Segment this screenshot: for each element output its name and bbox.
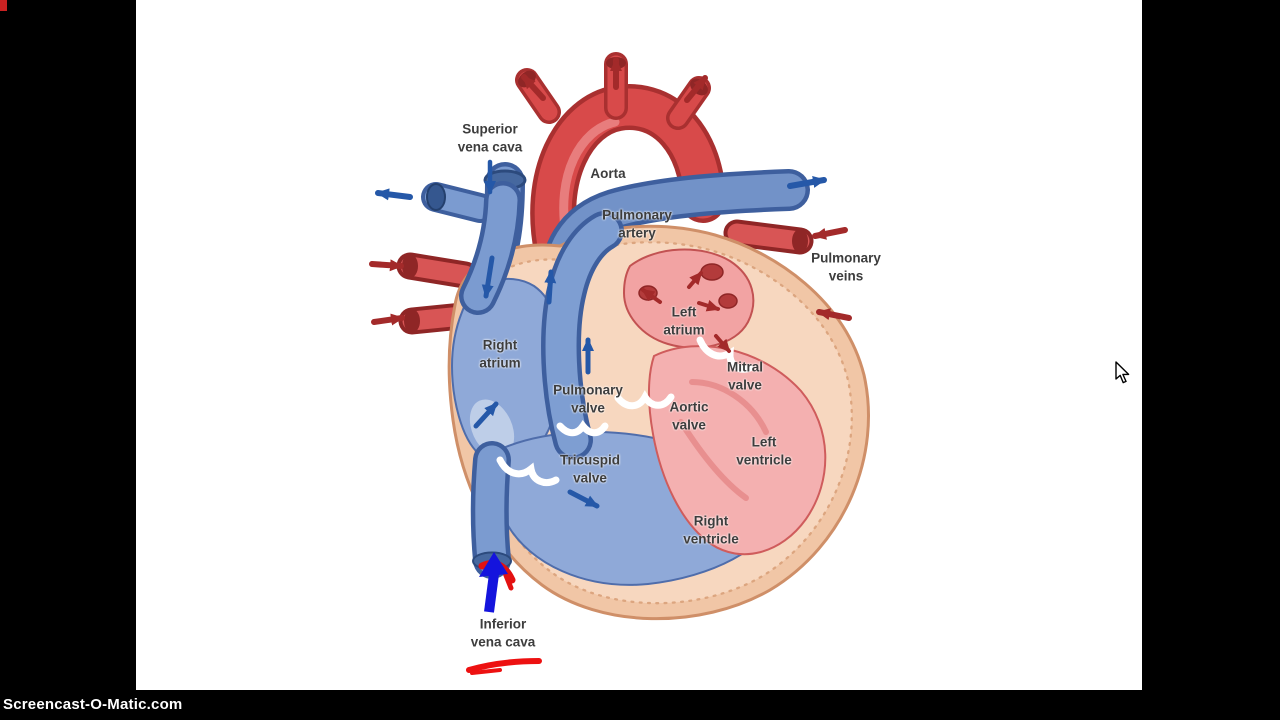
annotation-arrow-blue	[478, 552, 516, 613]
right-atrium-label: Right atrium	[479, 337, 521, 370]
pulmonary-artery-arrow-right	[787, 176, 827, 189]
watermark: Screencast-O-Matic.com	[3, 696, 183, 713]
mitral-flow-arrow	[714, 334, 731, 353]
superior-vena-cava-label: Superior vena cava	[457, 121, 523, 154]
letterbox-right	[1142, 0, 1280, 690]
blood-flow-arrows-outside	[369, 57, 852, 326]
valve-squiggles	[496, 336, 754, 486]
left-atrium-flow-arrow-3	[687, 271, 703, 289]
aorta-arrow-up-left	[521, 74, 546, 101]
mitral-valve-shape	[696, 336, 754, 373]
pulmonary-vein-arrow-right-1	[812, 227, 848, 240]
inferior-vena-cava-label: Inferior vena cava	[470, 616, 536, 649]
pulmonary-valve-label: Pulmonary valve	[553, 382, 623, 415]
pulmonary-vein-arrow-right-2	[816, 308, 852, 321]
aortic-valve-label: Aortic valve	[669, 399, 709, 432]
corner-red-mark	[0, 0, 7, 11]
pulmonary-veins-label: Pulmonary veins	[811, 250, 881, 283]
right-atrium-flow-arrow	[473, 401, 499, 429]
annotation-underline-red	[466, 658, 542, 675]
svc-flow-arrow	[481, 255, 495, 299]
aortic-valve-shape	[614, 390, 675, 410]
left-ventricle-label: Left ventricle	[736, 434, 792, 467]
aorta-arrow-up-right	[684, 75, 708, 103]
aorta-label: Aorta	[590, 166, 626, 182]
blood-flow-arrows-inside	[473, 159, 731, 509]
letterbox-bottom	[0, 690, 1280, 720]
pulmonary-vein-arrow-left-2	[371, 313, 405, 326]
inferior-vena-cava-shape	[470, 441, 512, 579]
left-atrium-flow-arrow-1	[641, 288, 662, 304]
trunk-flow-arrow	[544, 269, 557, 305]
tricuspid-valve-label: Tricuspid valve	[559, 452, 621, 485]
right-ventricle-label: Right ventricle	[683, 513, 739, 546]
pulmonary-trunk-shape	[541, 211, 624, 460]
pulmonary-vein-arrow-left-1	[369, 259, 404, 272]
pulmonary-valve-shape	[556, 420, 609, 437]
left-ventricle-shape	[647, 345, 827, 556]
left-atrium-label: Left atrium	[663, 304, 705, 337]
letterbox-left	[0, 0, 136, 690]
mouse-cursor-icon	[1115, 361, 1130, 384]
left-atrium-flow-arrow-2	[697, 299, 720, 312]
pulmonary-artery-label: Pulmonary artery	[602, 207, 672, 240]
tricuspid-valve-shape	[496, 456, 560, 486]
right-atrium-shape	[450, 277, 559, 464]
mitral-valve-label: Mitral valve	[726, 359, 764, 392]
svc-branch-arrow-left	[375, 188, 413, 201]
tricuspid-flow-arrow	[567, 489, 600, 509]
